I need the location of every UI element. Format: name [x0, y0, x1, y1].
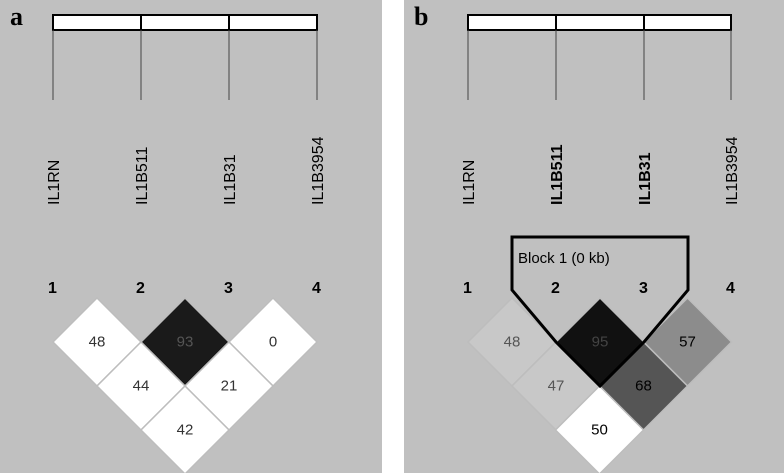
ld-cell-value: 95 — [592, 334, 609, 351]
marker-name-il1b511: IL1B511 — [549, 144, 566, 205]
ld-cell-shape — [139, 384, 231, 473]
ld-cell-value: 48 — [89, 334, 106, 351]
marker-index: 2 — [551, 280, 560, 297]
position-bar — [467, 14, 732, 31]
ld-cell-value: 93 — [177, 334, 194, 351]
marker-name-il1b3954: IL1B3954 — [310, 136, 327, 205]
ld-cell: 42 — [139, 384, 231, 473]
marker-index: 1 — [463, 280, 472, 297]
marker-name-il1b3954: IL1B3954 — [724, 136, 741, 205]
marker-index: 3 — [639, 280, 648, 297]
marker-index: 4 — [726, 280, 735, 297]
haplotype-block-outline — [510, 235, 690, 389]
ld-cell-value: 68 — [635, 378, 652, 395]
ld-cell-value: 21 — [221, 378, 238, 395]
ld-cell: 50 — [554, 384, 645, 473]
ld-cell-value: 57 — [679, 334, 696, 351]
marker-name-il1b511: IL1B511 — [134, 146, 151, 205]
marker-index: 1 — [48, 280, 57, 297]
ld-cell-value: 44 — [133, 378, 150, 395]
marker-index: 4 — [312, 280, 321, 297]
ld-cell-value: 48 — [504, 334, 521, 351]
ld-cell-value: 50 — [591, 422, 608, 439]
haplotype-block-label: Block 1 (0 kb) — [518, 250, 610, 267]
panel-letter: b — [414, 2, 428, 31]
marker-index: 2 — [136, 280, 145, 297]
marker-name-il1b31: IL1B31 — [637, 152, 654, 205]
marker-name-il1rn: IL1RN — [46, 160, 63, 205]
panel-divider — [382, 0, 404, 473]
ld-cell-value: 42 — [177, 422, 194, 439]
marker-name-il1rn: IL1RN — [461, 160, 478, 205]
ld-cell-shape — [554, 384, 645, 473]
panel-letter: a — [10, 2, 23, 31]
ld-cell-value: 47 — [548, 378, 565, 395]
ld-cell-value: 0 — [269, 334, 277, 351]
position-bar — [52, 14, 318, 31]
marker-name-il1b31: IL1B31 — [222, 154, 239, 205]
marker-index: 3 — [224, 280, 233, 297]
